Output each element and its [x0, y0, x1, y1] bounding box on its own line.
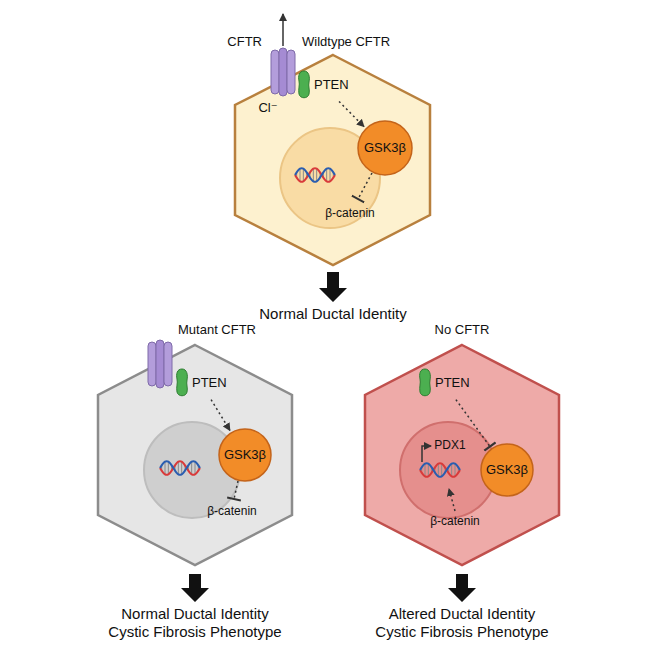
dna-rung: [191, 462, 192, 475]
dna-rung: [451, 464, 452, 477]
dna-rung: [195, 462, 196, 475]
protein-name: PTEN: [435, 376, 470, 391]
dna-icons: [160, 168, 460, 477]
molecule-label: Cl⁻: [258, 101, 277, 116]
kinase-circle: GSK3β: [480, 443, 534, 497]
dna-helix: [160, 461, 200, 475]
dna-strand: [295, 168, 335, 182]
protein-name: GSK3β: [224, 448, 266, 463]
molecule-label: β-catenin: [430, 515, 480, 529]
dna-strand: [420, 463, 460, 477]
molecule-label: Mutant CFTR: [178, 323, 256, 338]
outcome-arrow: [448, 574, 476, 602]
pten-protein: PTEN: [175, 368, 227, 398]
dna-rung: [441, 464, 442, 477]
kinase-fill: [481, 444, 533, 496]
kinase-fill: [358, 121, 412, 175]
pten-blob: [418, 368, 432, 398]
outcome-label: Cystic Fibrosis Phenotype: [375, 623, 548, 640]
cftr-channel: [148, 340, 172, 388]
molecule-label: Wildtype CFTR: [302, 35, 390, 50]
dna-helix: [295, 168, 335, 182]
molecule-label: PDX1: [434, 439, 465, 453]
outcome-label: Normal Ductal Identity: [121, 605, 269, 622]
outcome-label: Altered Ductal Identity: [389, 605, 536, 622]
pten-shape: [299, 71, 310, 98]
pten-blob: [297, 70, 311, 100]
dna-strand: [420, 463, 460, 477]
cftr-channel: [271, 48, 295, 96]
outcome-label: Normal Ductal Identity: [259, 305, 407, 322]
cell-wildtype: [235, 55, 430, 265]
dna-rung: [425, 464, 426, 477]
dna-rung: [303, 169, 304, 182]
activation-connector: [339, 101, 364, 126]
kinase-circle: GSK3β: [357, 120, 413, 176]
pten-protein: PTEN: [418, 368, 470, 398]
dna-rung: [178, 462, 179, 475]
dna-strand: [295, 168, 335, 182]
dna-rung: [181, 462, 182, 475]
dna-strand: [160, 461, 200, 475]
dna-rung: [168, 462, 169, 475]
molecule-label: β-catenin: [325, 207, 375, 221]
dna-rung: [316, 169, 317, 182]
outcome-arrow: [181, 574, 209, 602]
protein-name: GSK3β: [486, 463, 528, 478]
dna-helix: [420, 463, 460, 477]
pten-shape: [177, 369, 188, 396]
dna-rung: [326, 169, 327, 182]
dna-rung: [300, 169, 301, 182]
pten-protein: PTEN: [297, 70, 349, 100]
activation-connector: [211, 400, 230, 431]
molecule-label: β-catenin: [207, 505, 257, 519]
dna-rung: [330, 169, 331, 182]
outcome-label: Cystic Fibrosis Phenotype: [108, 623, 281, 640]
chloride-flow-arrow: [282, 14, 284, 46]
pten-blob: [175, 368, 189, 398]
cell-mutant: [98, 345, 292, 565]
protein-name: GSK3β: [364, 141, 406, 156]
dna-rung: [165, 462, 166, 475]
kinase-circle: GSK3β: [218, 428, 272, 482]
inhibition-line: [358, 173, 372, 199]
outcome-arrow: [319, 272, 347, 302]
activation-line: [449, 489, 455, 511]
transcription-arrow: [422, 446, 431, 462]
cell-no-cftr: [365, 345, 559, 565]
protein-name: PTEN: [314, 78, 349, 93]
dna-rung: [438, 464, 439, 477]
molecule-label: CFTR: [227, 35, 262, 50]
dna-rung: [428, 464, 429, 477]
kinase-fill: [219, 429, 271, 481]
dna-rung: [313, 169, 314, 182]
molecule-label: No CFTR: [435, 323, 490, 338]
dna-rung: [455, 464, 456, 477]
inhibition-line: [234, 481, 238, 499]
dna-strand: [160, 461, 200, 475]
protein-name: PTEN: [192, 376, 227, 391]
pten-shape: [420, 369, 431, 396]
